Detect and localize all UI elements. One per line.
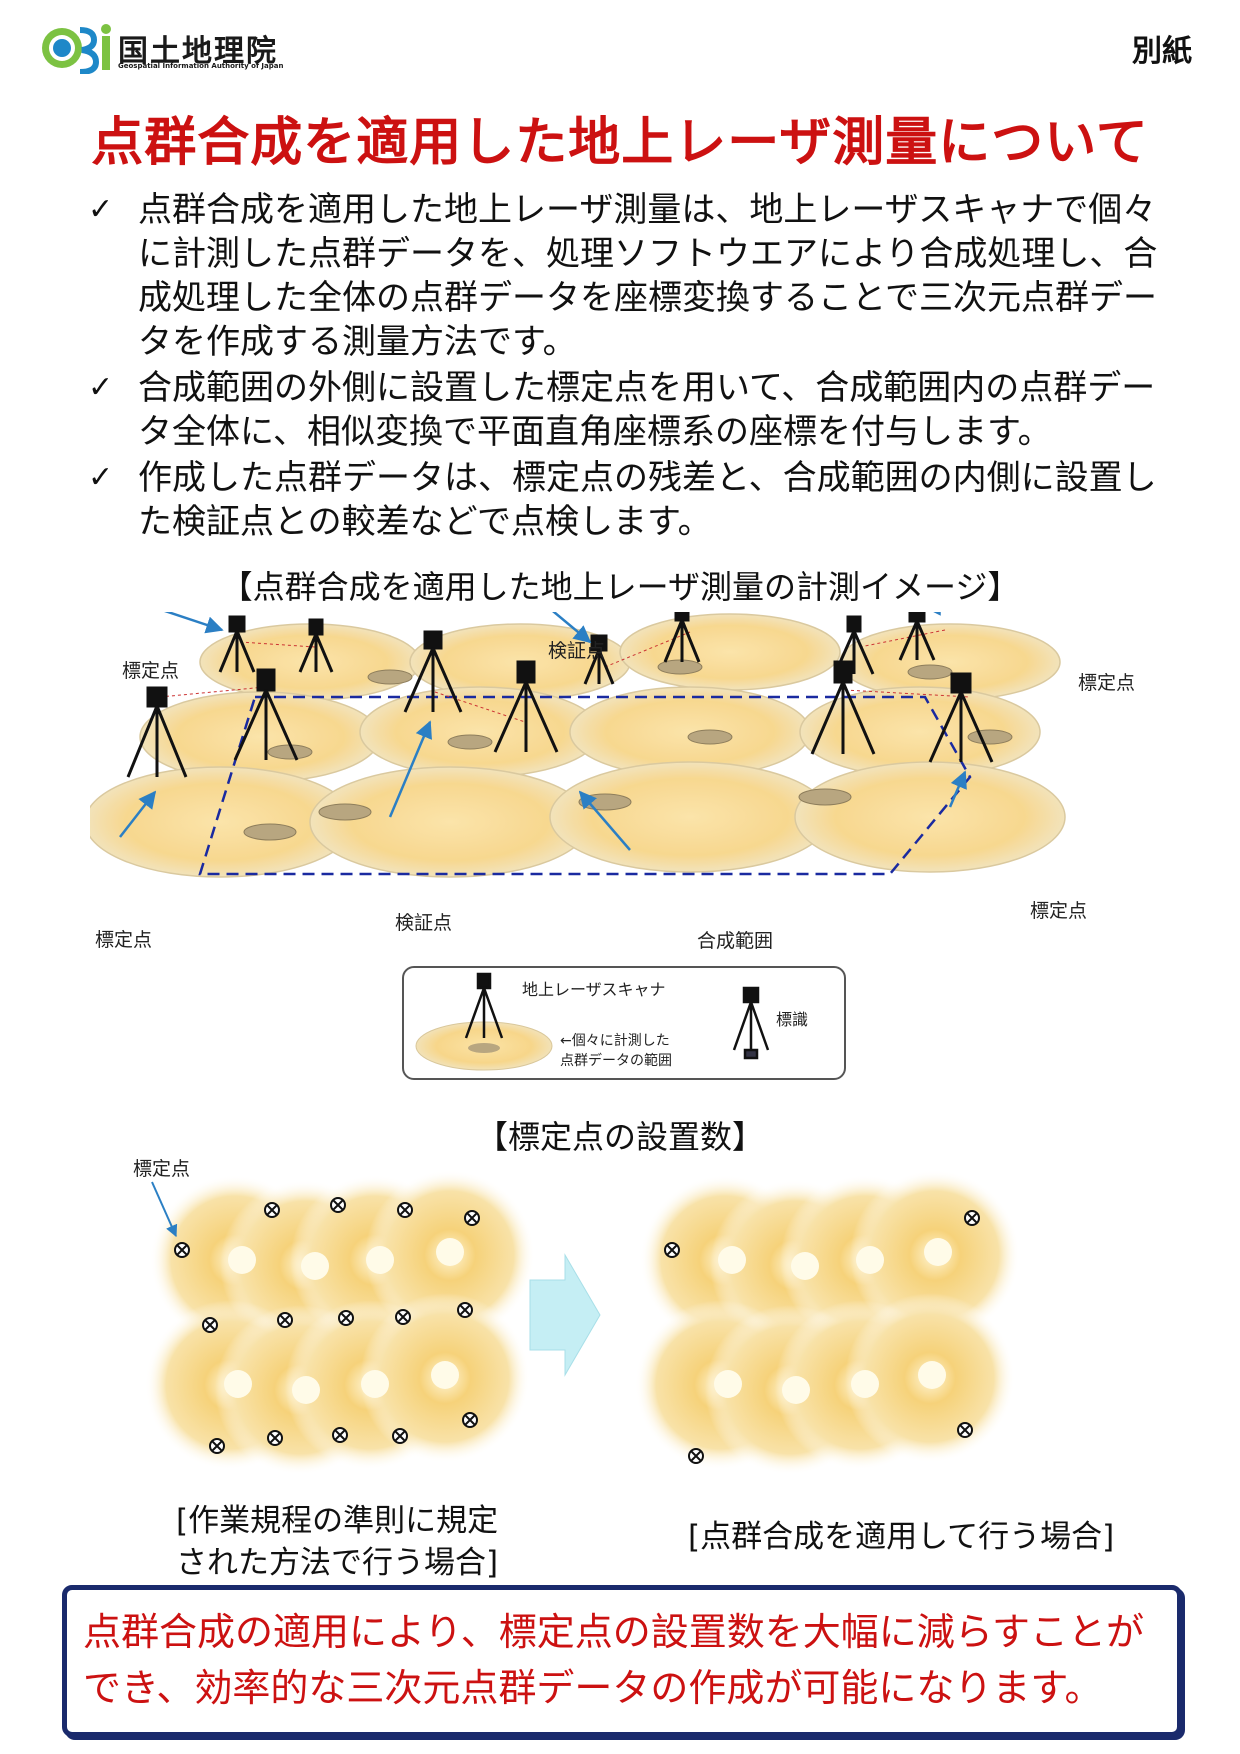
control-point-icon bbox=[392, 1428, 408, 1444]
label-check-point: 検証点 bbox=[395, 912, 453, 934]
control-point-icon bbox=[957, 1422, 973, 1438]
label-check-point: 検証点 bbox=[548, 640, 606, 662]
label-control-point: 標定点 bbox=[1030, 900, 1088, 922]
control-point-icon bbox=[267, 1430, 283, 1446]
scanners-and-targets bbox=[126, 612, 994, 778]
left-case-caption-line2: された方法で行う場合] bbox=[176, 1545, 499, 1581]
attachment-label: 別紙 bbox=[1132, 34, 1192, 69]
label-composite-range: 合成範囲 bbox=[697, 930, 774, 952]
bullet-list: ✓ 点群合成を適用した地上レーザ測量は、地上レーザスキャナで個々に計測した点群デ… bbox=[88, 188, 1168, 546]
scanner-tripod-icon bbox=[298, 618, 334, 673]
control-point-icon bbox=[202, 1317, 218, 1333]
control-point-icon bbox=[209, 1438, 225, 1454]
checkmark-icon: ✓ bbox=[88, 460, 114, 495]
transition-arrow-icon bbox=[529, 1253, 601, 1377]
legend-range-label: 点群データの範囲 bbox=[560, 1053, 672, 1069]
left-case-caption-line1: [作業規程の準則に規定 bbox=[176, 1503, 499, 1539]
bullet-item: ✓ 作成した点群データは、標定点の残差と、合成範囲の内側に設置した検証点との較差… bbox=[88, 456, 1168, 544]
left-case-caption: [作業規程の準則に規定 された方法で行う場合] bbox=[176, 1500, 498, 1584]
control-point-icon bbox=[688, 1448, 704, 1464]
control-point-pointer bbox=[151, 1181, 178, 1238]
target-tripod-icon bbox=[126, 686, 188, 778]
target-tripod-icon bbox=[403, 630, 463, 713]
legend-range-arrow-label: ←個々に計測した bbox=[560, 1033, 670, 1049]
control-point-icon bbox=[464, 1210, 480, 1226]
bullet-item: ✓ 点群合成を適用した地上レーザ測量は、地上レーザスキャナで個々に計測した点群デ… bbox=[88, 188, 1168, 364]
summary-text: 点群合成の適用により、標定点の設置数を大幅に減らすことができ、効率的な三次元点群… bbox=[83, 1610, 1144, 1710]
control-point-icon bbox=[457, 1302, 473, 1318]
summary-box: 点群合成の適用により、標定点の設置数を大幅に減らすことができ、効率的な三次元点群… bbox=[62, 1585, 1182, 1737]
target-icon bbox=[732, 986, 770, 1060]
bullet-text: 点群合成を適用した地上レーザ測量は、地上レーザスキャナで個々に計測した点群データ… bbox=[138, 190, 1158, 362]
checkmark-icon: ✓ bbox=[88, 370, 114, 405]
scanner-tripod-icon bbox=[810, 660, 876, 755]
right-scan-centers bbox=[714, 1238, 952, 1404]
left-control-points bbox=[174, 1197, 480, 1454]
legend-target-label: 標識 bbox=[776, 1010, 809, 1029]
right-case-caption: [点群合成を適用して行う場合] bbox=[688, 1519, 1115, 1555]
control-point-icon bbox=[332, 1427, 348, 1443]
left-scan-centers bbox=[224, 1238, 464, 1404]
scanner-icon bbox=[464, 972, 504, 1039]
page-title: 点群合成を適用した地上レーザ測量について bbox=[91, 113, 1149, 173]
scanner-tripod-icon bbox=[663, 612, 701, 663]
label-control-point: 標定点 bbox=[95, 929, 153, 951]
scanner-tripod-icon bbox=[493, 660, 559, 753]
right-control-points bbox=[664, 1210, 980, 1464]
label-control-point: 標定点 bbox=[122, 660, 180, 682]
control-point-count-diagram bbox=[145, 1170, 1020, 1475]
checkmark-icon: ✓ bbox=[88, 192, 114, 227]
control-point-icon bbox=[397, 1202, 413, 1218]
org-english-name: Geospatial Information Authority of Japa… bbox=[118, 62, 284, 70]
scanner-tripod-icon bbox=[833, 615, 875, 675]
figure2-caption: 【標定点の設置数】 bbox=[475, 1118, 764, 1156]
figure1-caption: 【点群合成を適用した地上レーザ測量の計測イメージ】 bbox=[220, 568, 1020, 606]
org-name: 国土地理院 bbox=[118, 34, 278, 69]
control-point-icon bbox=[964, 1210, 980, 1226]
control-point-icon bbox=[264, 1202, 280, 1218]
control-point-icon bbox=[664, 1242, 680, 1258]
composite-range-outline bbox=[198, 695, 972, 876]
legend-scanner-label: 地上レーザスキャナ bbox=[522, 980, 666, 999]
bullet-text: 合成範囲の外側に設置した標定点を用いて、合成範囲内の点群データ全体に、相似変換で… bbox=[138, 368, 1156, 452]
diagram-legend: 地上レーザスキャナ 標識 ←個々に計測した 点群データの範囲 bbox=[402, 966, 846, 1080]
gsi-logo: 国土地理院 Geospatial Information Authority o… bbox=[40, 22, 300, 75]
target-tripod-icon bbox=[218, 615, 256, 673]
bullet-text: 作成した点群データは、標定点の残差と、合成範囲の内側に設置した検証点との較差など… bbox=[138, 458, 1157, 542]
scanner-tripod-icon bbox=[233, 668, 299, 761]
measurement-diagram bbox=[90, 612, 1066, 878]
control-point-icon bbox=[462, 1412, 478, 1428]
arrows bbox=[119, 612, 967, 851]
control-point-icon bbox=[338, 1310, 354, 1326]
label-control-point-fig2: 標定点 bbox=[133, 1158, 191, 1180]
control-point-icon bbox=[277, 1312, 293, 1328]
gsi-emblem-icon bbox=[42, 24, 111, 75]
bullet-item: ✓ 合成範囲の外側に設置した標定点を用いて、合成範囲内の点群データ全体に、相似変… bbox=[88, 366, 1168, 454]
control-point-icon bbox=[330, 1197, 346, 1213]
target-tripod-icon bbox=[583, 634, 615, 685]
label-control-point: 標定点 bbox=[1078, 672, 1136, 694]
control-point-icon bbox=[174, 1242, 190, 1258]
target-tripod-icon bbox=[928, 672, 994, 763]
control-point-icon bbox=[395, 1309, 411, 1325]
